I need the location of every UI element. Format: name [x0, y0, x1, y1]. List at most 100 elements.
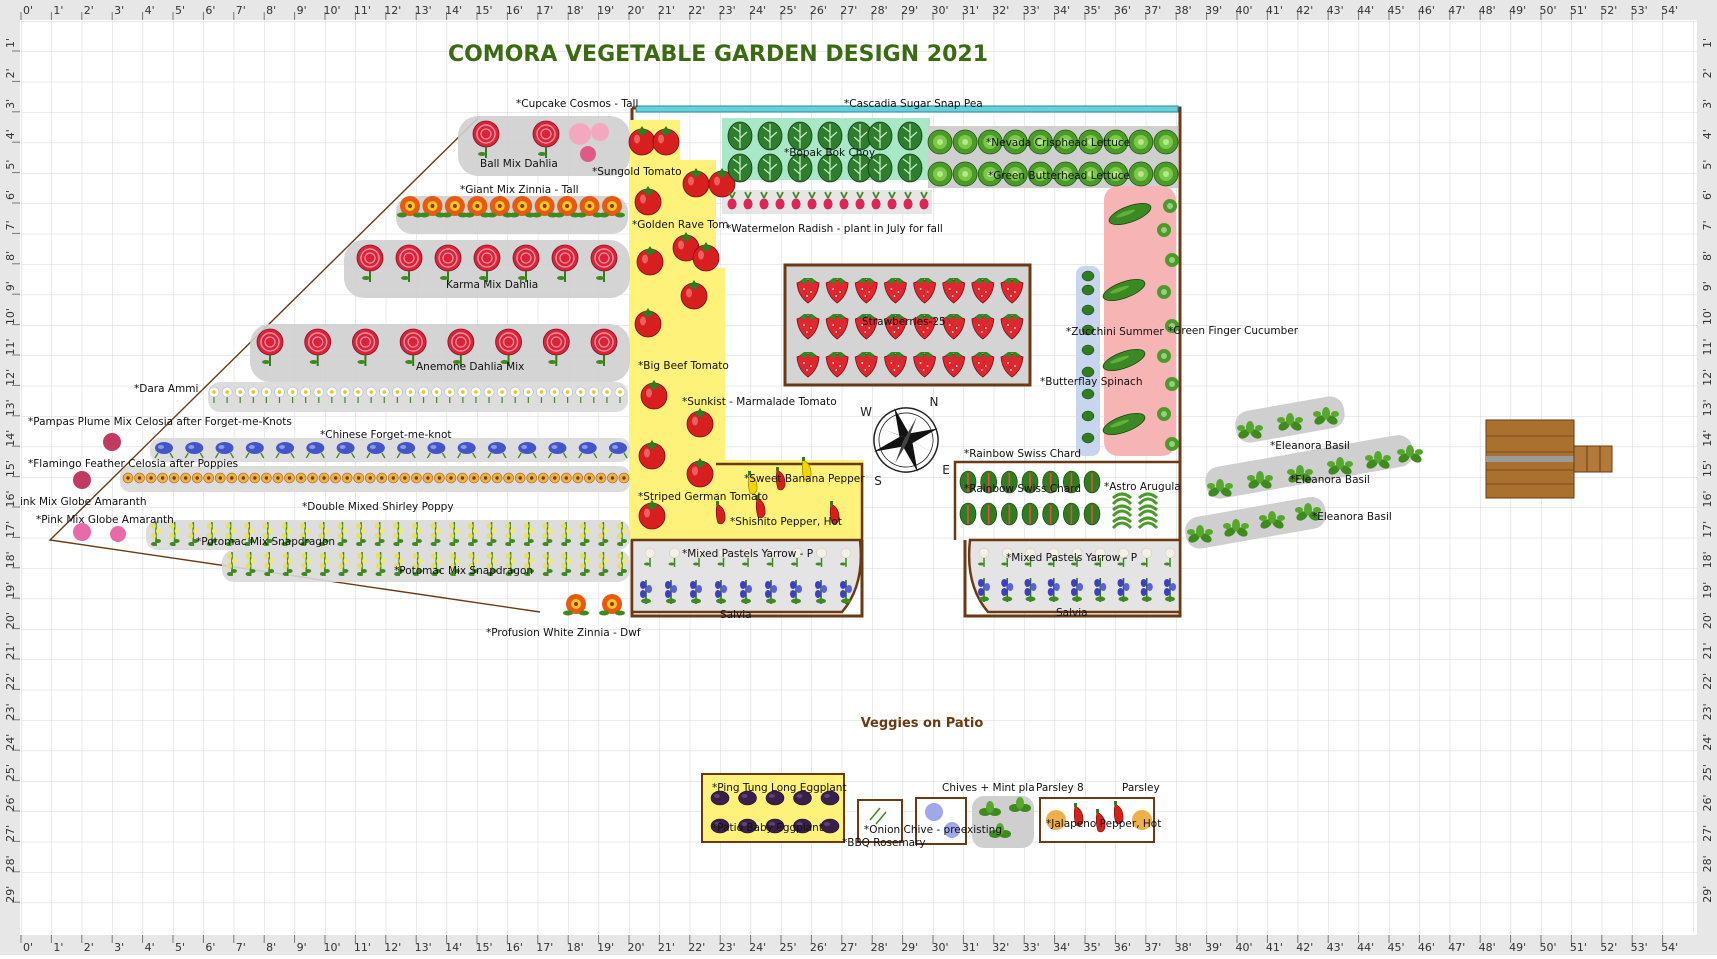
mint-container [972, 796, 1034, 848]
ruler-bottom-label: 33' [1023, 941, 1040, 954]
poppy-plant [307, 472, 319, 484]
chard-plant [1083, 470, 1101, 494]
poppy-plant [295, 472, 307, 484]
ruler-bottom-label: 8' [266, 941, 276, 954]
label-cucumber: *Green Finger Cucumber [1168, 325, 1299, 337]
eggplant-plant [820, 818, 840, 834]
snap-pea-trellis [635, 105, 1179, 113]
label-chard-2: *Rainbow Swiss Chard [964, 483, 1081, 495]
label-chard-1: *Rainbow Swiss Chard [964, 448, 1081, 460]
bok-choy-plant [817, 121, 843, 151]
ruler-top-label: 38' [1175, 4, 1192, 17]
ruler-left-label: 19' [4, 582, 17, 599]
ruler-bottom-label: 53' [1631, 941, 1648, 954]
ruler-right-label: 9' [1701, 281, 1714, 291]
poppy-plant [237, 472, 249, 484]
lettuce-plant [927, 129, 953, 155]
main-bed-right-border [963, 190, 1182, 618]
ruler-top-label: 49' [1509, 4, 1526, 17]
poppy-plant [618, 472, 630, 484]
label-striped-german: *Striped German Tomato [638, 491, 768, 503]
ruler-bottom-label: 38' [1175, 941, 1192, 954]
cucumber-plant [1165, 377, 1179, 391]
label-pampas: *Pampas Plume Mix Celosia after Forget-m… [28, 416, 292, 428]
ruler-bottom-label: 48' [1479, 941, 1496, 954]
compass-w: W [860, 405, 872, 419]
label-arugula: *Astro Arugula [1104, 481, 1181, 493]
ruler-bottom-label: 7' [236, 941, 246, 954]
ruler-left-label: 17' [4, 521, 17, 538]
ruler-top-label: 29' [901, 4, 918, 17]
label-banana-pepper: *Sweet Banana Pepper [744, 473, 865, 485]
label-sungold: *Sungold Tomato [592, 166, 682, 178]
ruler-right-label: 10' [1701, 308, 1714, 325]
ruler-bottom-label: 13' [415, 941, 432, 954]
compass-s: S [874, 474, 882, 488]
compass-e: E [942, 463, 950, 477]
ruler-top-label: 51' [1570, 4, 1587, 17]
ruler-bottom-label: 4' [145, 941, 155, 954]
poppy-plant [134, 472, 146, 484]
poppy-plant [480, 472, 492, 484]
ruler-left-label: 9' [4, 281, 17, 291]
wooden-bench [1485, 419, 1613, 499]
yarrow-bed-right [967, 538, 1182, 614]
ruler-right-label: 25' [1701, 764, 1714, 781]
cucumber-plant [1157, 407, 1171, 421]
chard-plant [1021, 502, 1039, 526]
label-snapdragon-2: *Potomac Mix Snapdragon [394, 565, 533, 577]
ruler-left-label: 26' [4, 794, 17, 811]
ruler-top-label: 46' [1418, 4, 1435, 17]
compass-n: N [930, 395, 939, 409]
ruler-top-label: 11' [354, 4, 371, 17]
yarrow-bed-left [630, 538, 863, 614]
pepper-bed-border [716, 462, 864, 540]
cucumber-zone [1104, 186, 1176, 456]
poppy-plant [191, 472, 203, 484]
ruler-bottom-label: 22' [688, 941, 705, 954]
ruler-left-label: 27' [4, 825, 17, 842]
poppy-plant [537, 472, 549, 484]
poppy-plant [122, 472, 134, 484]
ruler-bottom-label: 9' [297, 941, 307, 954]
label-ping-tung: *Ping Tung Long Eggplant [712, 782, 847, 794]
ruler-bottom-label: 54' [1661, 941, 1678, 954]
ruler-top-label: 20' [627, 4, 644, 17]
poppy-plant [203, 472, 215, 484]
label-cosmos: *Cupcake Cosmos - Tall [516, 98, 638, 110]
label-yarrow-2: *Mixed Pastels Yarrow - P [1006, 552, 1137, 564]
ruler-bottom-label: 44' [1357, 941, 1374, 954]
lettuce-plant [1153, 129, 1179, 155]
anemone-dahlia-bed [250, 324, 630, 382]
ruler-top-label: 36' [1114, 4, 1131, 17]
cucumber-plant [1157, 223, 1171, 237]
ruler-right-label: 3' [1701, 99, 1714, 109]
ruler-left-label: 25' [4, 764, 17, 781]
ruler-bottom-label: 15' [475, 941, 492, 954]
label-dara: *Dara Ammi [134, 383, 198, 395]
spinach-plant [1081, 432, 1095, 444]
spinach-zone [1076, 266, 1100, 456]
ruler-top-label: 31' [962, 4, 979, 17]
poppy-plant [491, 472, 503, 484]
ruler-bottom-label: 16' [506, 941, 523, 954]
ruler-left-label: 3' [4, 99, 17, 109]
ruler-right-label: 15' [1701, 460, 1714, 477]
ruler-bottom-label: 2' [84, 941, 94, 954]
label-bbq-rosemary: *BBQ Rosemary [842, 837, 926, 849]
ruler-bottom-label: 34' [1053, 941, 1070, 954]
ruler-bottom-label: 46' [1418, 941, 1435, 954]
label-butterhead: *Green Butterhead Lettuce [988, 170, 1130, 182]
cucumber-plant [1157, 349, 1171, 363]
label-golden-rave: *Golden Rave Tom [632, 219, 729, 231]
bok-choy-plant [727, 153, 753, 183]
label-parsley-8: Parsley 8 [1036, 782, 1084, 794]
label-eleanora-2: *Eleanora Basil [1290, 474, 1370, 486]
cucumber-plant [1165, 253, 1179, 267]
ruler-right-label: 7' [1701, 220, 1714, 230]
ruler-top-label: 48' [1479, 4, 1496, 17]
ruler-bottom-label: 5' [175, 941, 185, 954]
ruler-right-label: 28' [1701, 855, 1714, 872]
ruler-bottom-label: 45' [1387, 941, 1404, 954]
label-karma-dahlia: Karma Mix Dahlia [446, 279, 538, 291]
